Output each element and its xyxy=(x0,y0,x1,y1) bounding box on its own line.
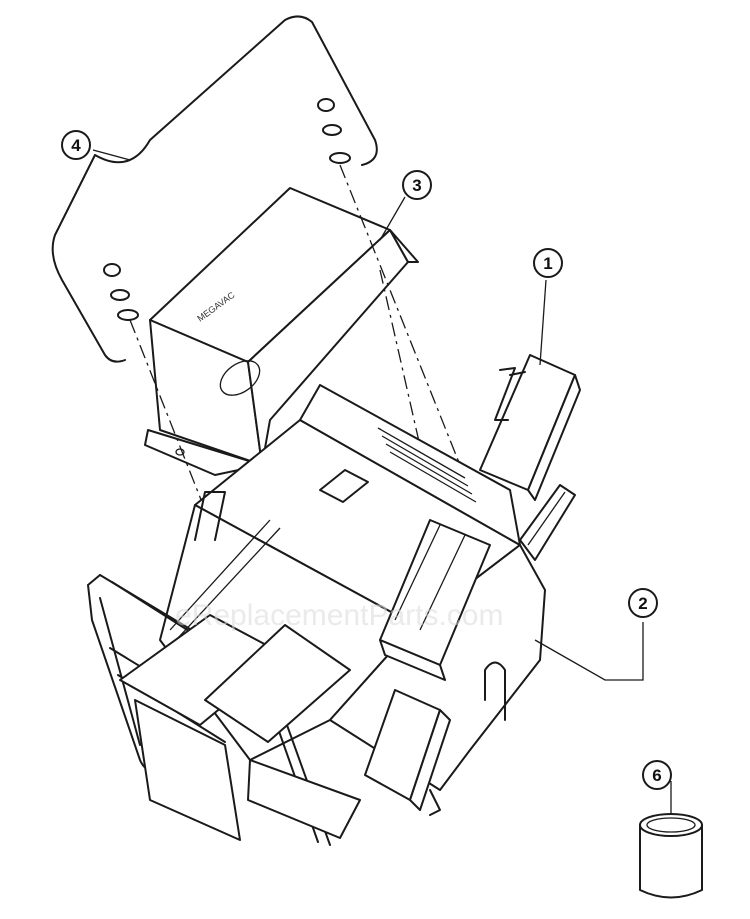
callout-4-label: 4 xyxy=(71,136,81,155)
callout-leaders xyxy=(92,149,644,681)
callout-3: 3 xyxy=(402,170,432,200)
callout-4-bracket xyxy=(51,15,378,363)
callout-6-label: 6 xyxy=(652,766,661,785)
cover-part-3: MEGAVAC xyxy=(144,187,419,476)
inner-tray xyxy=(379,519,491,681)
left-handle xyxy=(194,491,226,541)
watermark: eReplacementParts.com xyxy=(175,599,503,632)
lower-bracket xyxy=(364,689,451,816)
hardware-right xyxy=(317,98,351,164)
callout-2: 2 xyxy=(628,588,658,618)
callout-1: 1 xyxy=(533,248,563,278)
callout-1-label: 1 xyxy=(543,254,552,273)
base-plate xyxy=(119,614,361,841)
hardware-left xyxy=(103,263,139,321)
callout-2-label: 2 xyxy=(638,594,647,613)
side-panel xyxy=(519,484,576,561)
callout-4: 4 xyxy=(61,130,91,160)
callout-3-label: 3 xyxy=(412,176,421,195)
callout-6: 6 xyxy=(642,760,672,790)
filter-canister-part-6 xyxy=(639,781,703,899)
handle-bracket-part-1 xyxy=(479,354,581,501)
cover-logo xyxy=(219,360,261,396)
